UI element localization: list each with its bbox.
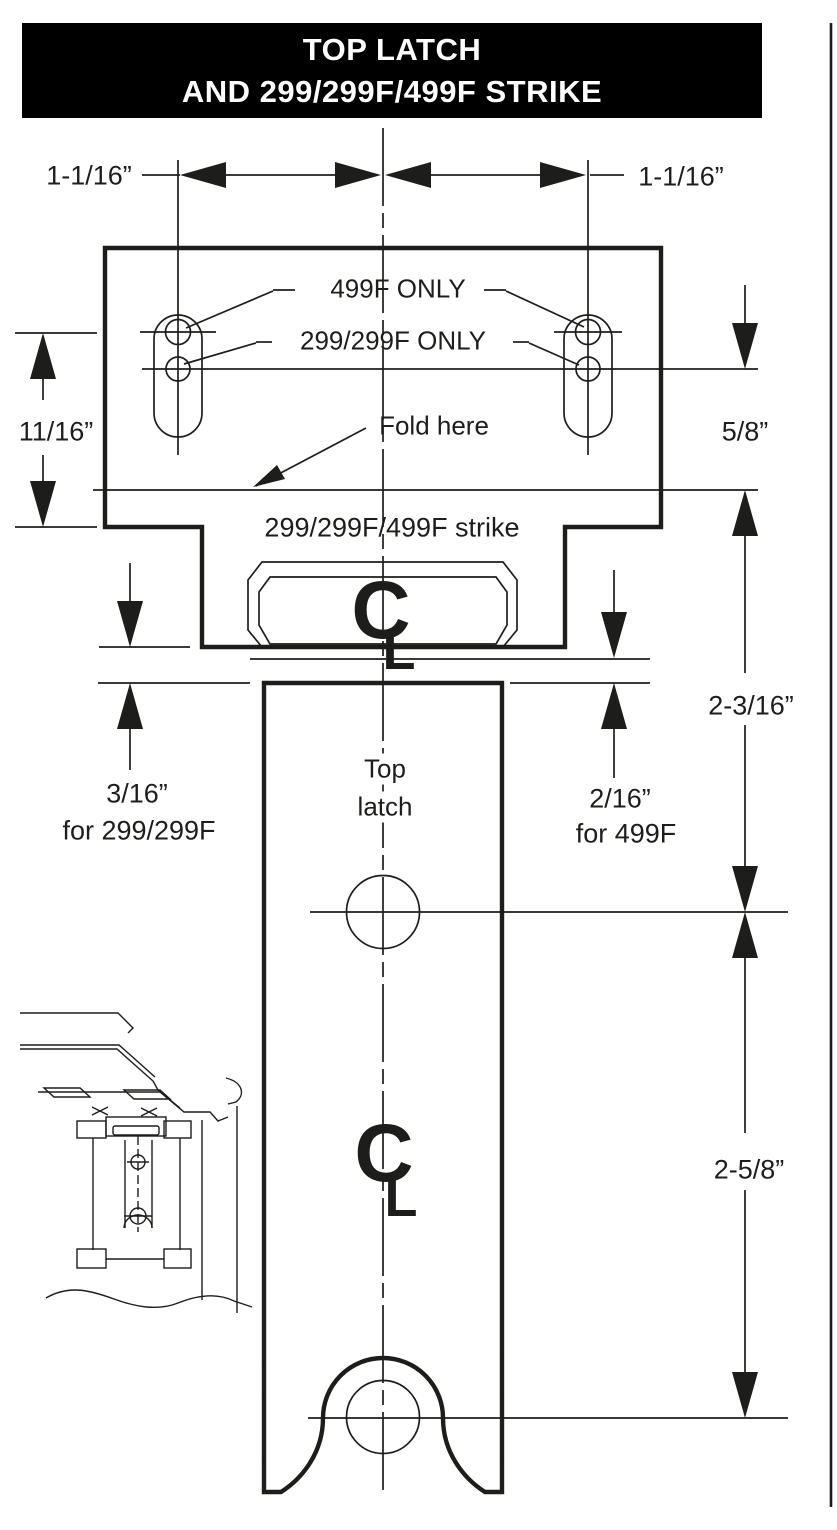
arrow-right-icon [540, 162, 586, 188]
dim-label-spacing-left: 1-1/16” [46, 160, 132, 191]
dim-label-11-16: 11/16” [18, 416, 94, 447]
note-top-latch-line1: Top [361, 753, 409, 785]
arrow-up-icon [30, 333, 56, 379]
leader-line [505, 290, 585, 328]
dim-label-2-3-16: 2-3/16” [708, 690, 794, 721]
dim-note-for-299f: for 299/299F [62, 815, 216, 846]
title-banner: TOP LATCH AND 299/299F/499F STRIKE [22, 23, 762, 118]
title-line-2: AND 299/299F/499F STRIKE [181, 73, 603, 109]
strike-plate-outline [102, 245, 664, 650]
slot-right [563, 314, 613, 438]
arrow-left-icon [385, 162, 431, 188]
leader-line [185, 290, 274, 329]
strike-opening-outer [247, 561, 518, 648]
dim-note-for-499f: for 499F [575, 818, 677, 849]
arrow-up-icon [732, 912, 758, 958]
arrow-down-icon [601, 612, 627, 658]
installation-inset-sketch [20, 1012, 253, 1313]
centerline-symbol-l: L [382, 621, 416, 681]
arrow-down-icon [732, 1372, 758, 1418]
strike-opening-inner [258, 576, 508, 645]
arrow-down-icon [30, 481, 56, 527]
leader-line [528, 342, 580, 366]
arrow-up-icon [601, 683, 627, 729]
arrow-down-icon [732, 323, 758, 369]
note-499f-only: 499F ONLY [330, 273, 466, 304]
arrow-up-icon [117, 683, 143, 729]
latch-hole-lower [345, 1379, 421, 1455]
centerline-symbol-c: C [351, 565, 411, 656]
note-299f-only: 299/299F ONLY [300, 325, 486, 356]
dim-label-2-5-8: 2-5/8” [713, 1154, 785, 1185]
dim-label-spacing-right: 1-1/16” [638, 161, 724, 192]
dim-label-2-16: 2/16” [589, 783, 651, 814]
slot-left [153, 314, 203, 438]
arrow-right-icon [335, 162, 381, 188]
arrow-up-icon [732, 490, 758, 536]
fold-arrow-icon [253, 465, 285, 487]
note-fold-here: Fold here [379, 410, 489, 441]
arrow-down-icon [117, 601, 143, 647]
dim-label-3-16: 3/16” [106, 778, 168, 809]
note-strike-name: 299/299F/499F strike [264, 512, 520, 543]
title-line-1: TOP LATCH [302, 31, 482, 67]
arrow-down-icon [732, 866, 758, 912]
dim-label-5-8: 5/8” [721, 416, 769, 447]
centerline-symbol-c: C [354, 1108, 414, 1199]
top-latch-outline [261, 680, 505, 1495]
centerline-symbol-l: L [384, 1168, 418, 1228]
note-top-latch-line2: latch [354, 791, 416, 823]
arrow-left-icon [180, 162, 226, 188]
leader-line [183, 342, 257, 365]
